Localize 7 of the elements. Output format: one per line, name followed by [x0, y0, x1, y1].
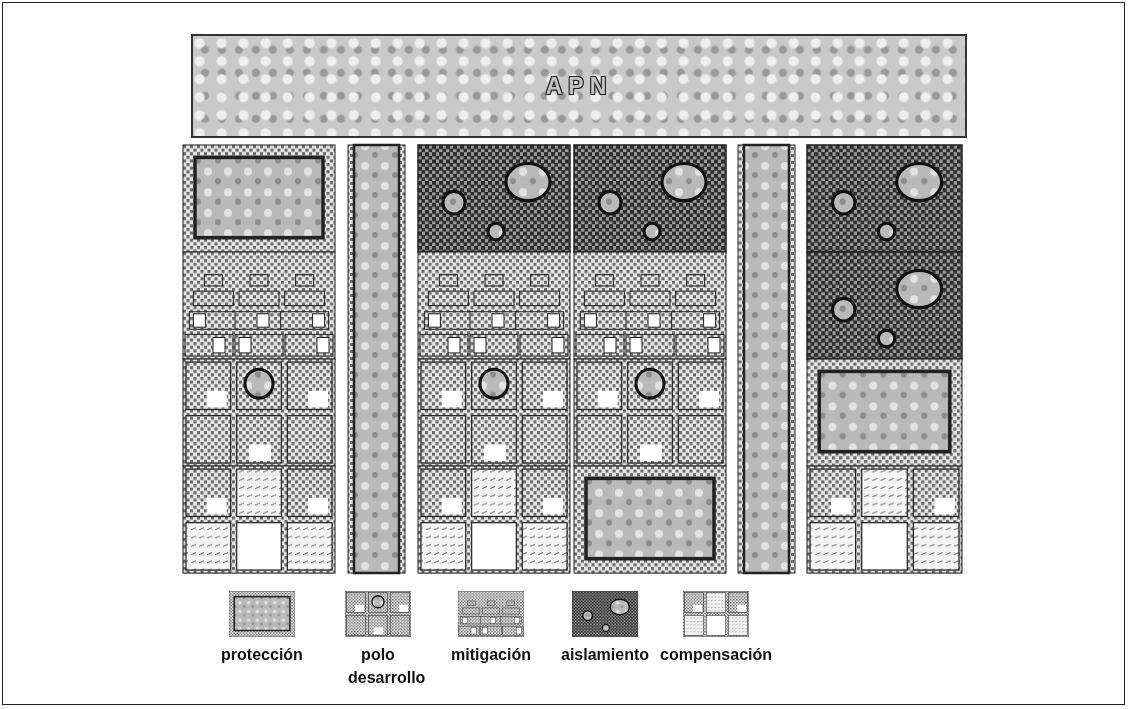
legend-label: aislamiento [560, 645, 650, 665]
legend-label: compensación [659, 645, 773, 665]
legend-label: protección [220, 645, 304, 665]
zone-label: APN [545, 72, 613, 100]
legend-label: mitigación [450, 645, 532, 665]
legend-label: polo desarrollo [347, 645, 427, 688]
zone-banner [191, 34, 967, 138]
